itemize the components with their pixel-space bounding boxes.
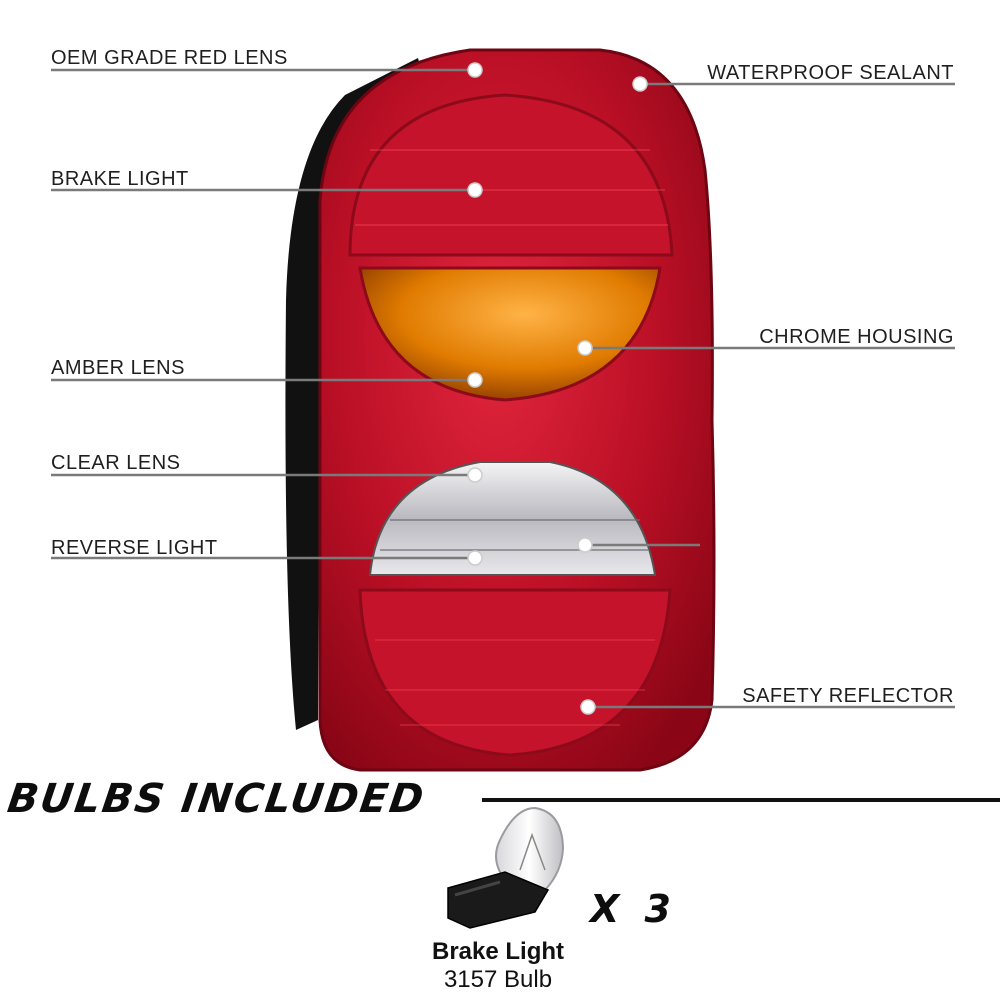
label-waterproof-sealant: WATERPROOF SEALANT — [707, 62, 954, 84]
marker-brake-light — [467, 182, 483, 198]
bulbs-included-heading: BULBS INCLUDED — [4, 776, 429, 822]
bulb-glass — [495, 806, 565, 892]
bulb-name: Brake Light — [431, 938, 565, 965]
label-chrome-housing: CHROME HOUSING — [759, 326, 954, 348]
heading-divider — [482, 798, 1000, 802]
marker-reverse-light-left — [467, 550, 483, 566]
label-safety-reflector: SAFETY REFLECTOR — [742, 685, 954, 707]
bulb-model: 3157 Bulb — [443, 966, 553, 993]
label-brake-light: BRAKE LIGHT — [51, 168, 189, 190]
marker-amber-lens — [467, 372, 483, 388]
bulb-base — [447, 871, 550, 929]
label-reverse-light: REVERSE LIGHT — [51, 537, 218, 559]
label-amber-lens: AMBER LENS — [51, 357, 185, 379]
safety-reflector-lens — [358, 588, 672, 757]
bulb-quantity: X 3 — [590, 887, 677, 931]
marker-safety-reflector — [580, 699, 596, 715]
upper-red-lens — [348, 93, 674, 257]
label-clear-lens: CLEAR LENS — [51, 452, 181, 474]
marker-clear-lens — [467, 467, 483, 483]
label-oem-grade-red-lens: OEM GRADE RED LENS — [51, 47, 288, 69]
marker-chrome-housing — [577, 340, 593, 356]
marker-reverse-light-right — [577, 537, 593, 553]
amber-lens — [358, 266, 662, 402]
marker-waterproof-sealant — [632, 76, 648, 92]
leader-lines — [51, 68, 955, 709]
bulb-illustration — [447, 806, 565, 929]
callout-markers — [467, 62, 648, 715]
marker-oem-red-lens — [467, 62, 483, 78]
